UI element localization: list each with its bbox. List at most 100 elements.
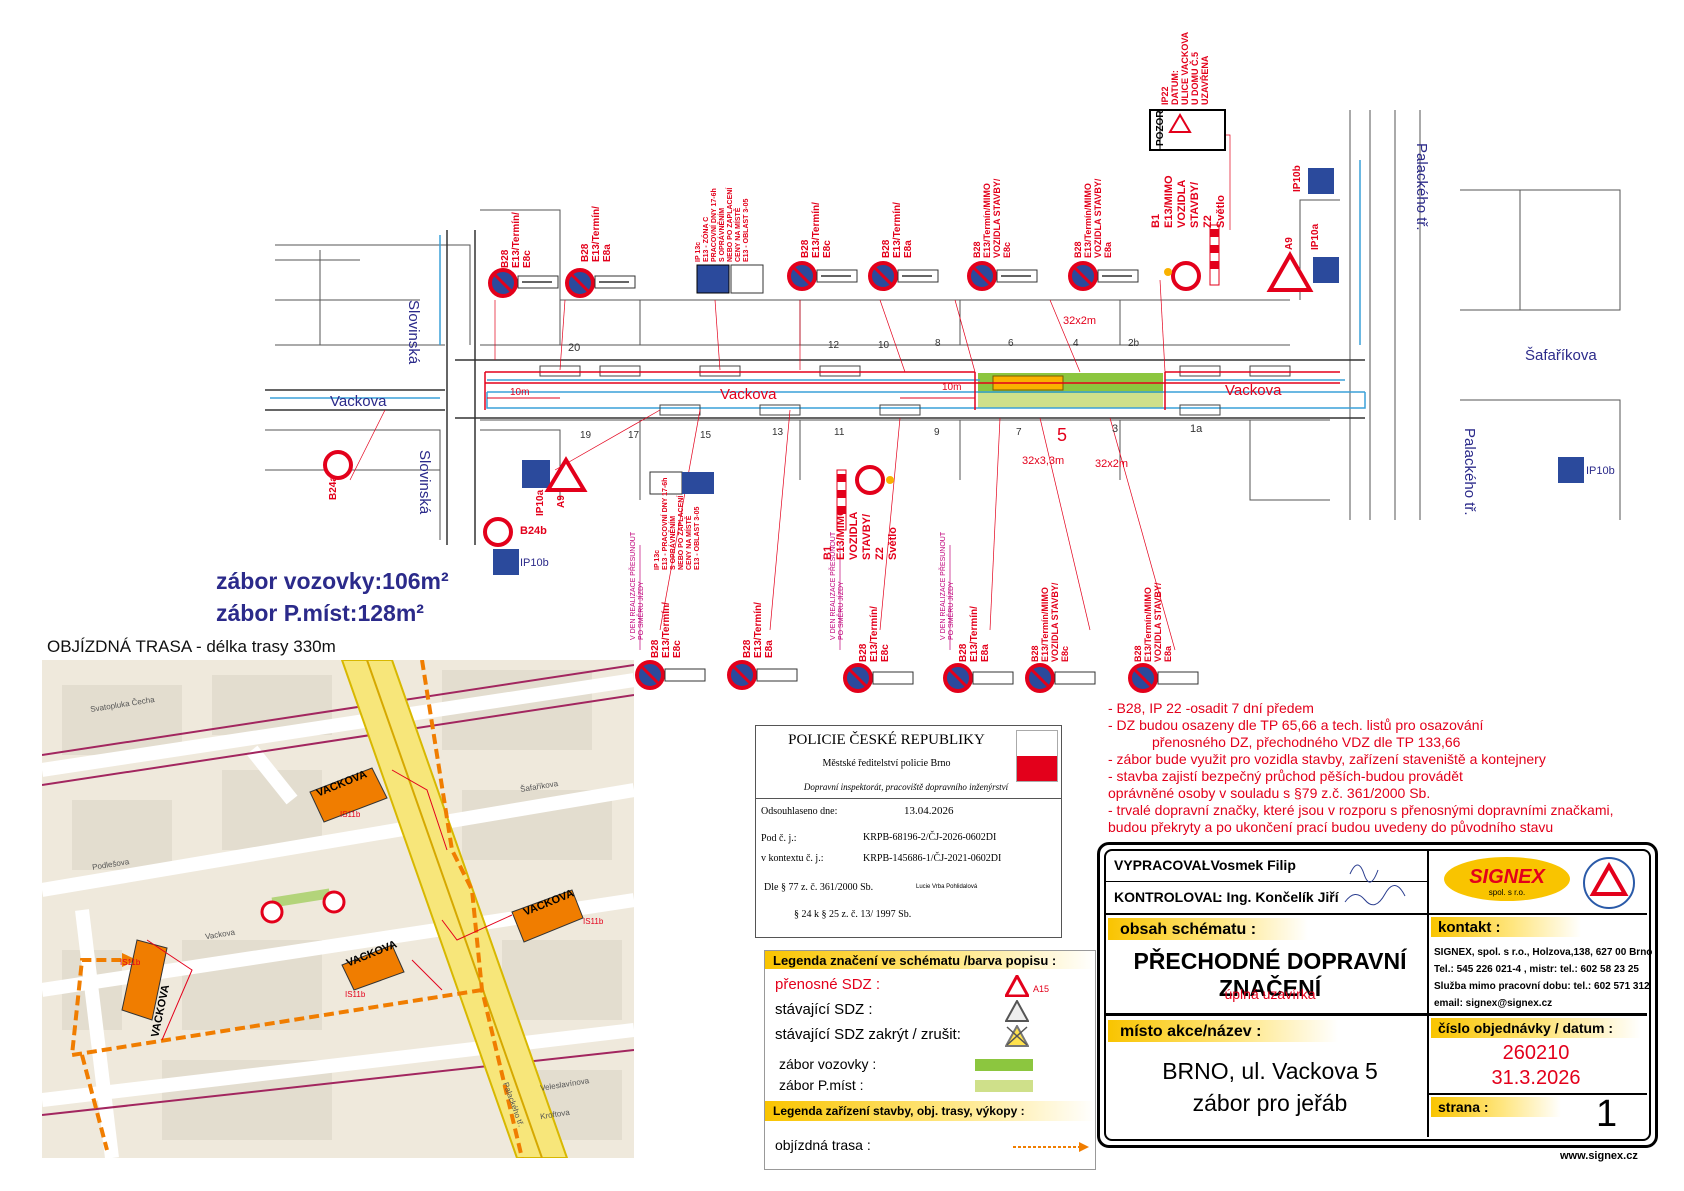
signex-logo-text: SIGNEX bbox=[1469, 866, 1545, 888]
police-sub2: Dopravní inspektorát, pracoviště dopravn… bbox=[803, 782, 1009, 792]
house-number: 6 bbox=[1008, 338, 1014, 349]
sign-label-b1: B1 E13/MIMO VOZIDLA STAVBY/ Z2 Světlo bbox=[1150, 175, 1227, 228]
sign-label-b28-bottom: B28 E13/Termín/ E8a bbox=[958, 606, 991, 662]
note-line: přenosného DZ, přechodného VDZ dle TP 13… bbox=[1152, 734, 1461, 750]
sign-label-b28: B28 E13/Termín/ E8a bbox=[580, 206, 613, 262]
legend: Legenda značení ve schématu /barva popis… bbox=[764, 950, 1096, 1170]
signex-logo bbox=[1444, 857, 1570, 901]
house-number: 12 bbox=[828, 340, 840, 351]
house-number: 4 bbox=[1073, 338, 1079, 349]
house-number: 11 bbox=[834, 427, 845, 438]
sign-label-a9: A9 bbox=[556, 495, 567, 508]
reference-label: Pod č. j.: bbox=[761, 833, 797, 844]
legend-cover: stávající SDZ zakrýt / zrušit: bbox=[775, 1026, 961, 1043]
legend-title: Legenda značení ve schématu /barva popis… bbox=[773, 953, 1057, 968]
sign-label-b28: B28 E13/Termín/ E8a bbox=[881, 202, 914, 258]
sign-label-b28: B28 E13/Termín/MIMO VOZIDLA STAVBY/ E8a bbox=[1073, 178, 1113, 258]
house-number: 19 bbox=[580, 430, 592, 441]
cover-sign-icon bbox=[1005, 1025, 1029, 1047]
notes-block: - B28, IP 22 -osadit 7 dní předem - DZ b… bbox=[1108, 700, 1614, 836]
sign-label-ip13c: IP 13c E13 - ZÓNA C PRACOVNÍ DNY 17-6h S… bbox=[695, 187, 750, 262]
contact-line: SIGNEX, spol. s r.o., Holzova,138, 627 0… bbox=[1434, 947, 1653, 958]
approved-date: 13.04.2026 bbox=[904, 805, 954, 817]
dimension-label: 10m bbox=[510, 387, 530, 398]
police-sub1: Městské ředitelství policie Brno bbox=[822, 758, 951, 769]
signatures bbox=[1344, 864, 1406, 906]
police-title: POLICIE ČESKÉ REPUBLIKY bbox=[788, 732, 985, 748]
house-number: 10 bbox=[878, 340, 890, 351]
detour-map bbox=[42, 660, 634, 1158]
house-number: 20 bbox=[568, 342, 581, 354]
detour-title: OBJÍZDNÁ TRASA - délka trasy 330m bbox=[47, 637, 336, 656]
sign-label-ip10a: IP10a bbox=[1310, 223, 1321, 250]
contact-line: Tel.: 545 226 021-4 , mistr: tel.: 602 5… bbox=[1434, 964, 1639, 975]
sign-label-b28: B28 E13/Termín/MIMO VOZIDLA STAVBY/ E8c bbox=[972, 178, 1012, 258]
road-occupation-swatch bbox=[975, 1059, 1033, 1071]
house-number: 8 bbox=[935, 338, 941, 349]
sign-label-ip22: IP22 DATUM: ULICE VACKOVA U DOMU Č.5 UZA… bbox=[1160, 31, 1210, 105]
dimension-label: 32x2m bbox=[1063, 315, 1097, 327]
note-line: - B28, IP 22 -osadit 7 dní předem bbox=[1108, 700, 1314, 716]
note-line: - DZ budou osazeny dle TP 65,66 a tech. … bbox=[1108, 717, 1484, 733]
street-safarikova: Šafaříkova bbox=[1525, 347, 1597, 364]
sign-label-b28: B28 E13/Termín/ E8c bbox=[800, 202, 833, 258]
contact-line: Služba mimo pracovní dobu: tel.: 602 571… bbox=[1434, 981, 1650, 992]
house-number-5: 5 bbox=[1057, 425, 1068, 445]
dimension-label: 32x3,3m bbox=[1022, 455, 1065, 467]
legend-existing: stávající SDZ : bbox=[775, 1001, 873, 1018]
street-slovinska-north: Slovinská bbox=[405, 300, 422, 365]
street-palackeho-south: Palackého tř. bbox=[1461, 428, 1478, 516]
sign-label-b24a: B24a bbox=[328, 476, 339, 500]
parking-occupation-zone bbox=[978, 393, 1163, 408]
detour-line-icon bbox=[1013, 1142, 1089, 1152]
house-number: 3 bbox=[1112, 423, 1119, 435]
house-number: 13 bbox=[772, 427, 784, 438]
house-number: 7 bbox=[1016, 427, 1022, 438]
parking-occupation-area: zábor P.míst:128m² bbox=[216, 600, 424, 626]
existing-sign-icon bbox=[1005, 1000, 1029, 1022]
sign-label-b28-bottom: B28 E13/Termín/ E8c bbox=[858, 606, 891, 662]
legend-portable: přenosné SDZ : bbox=[775, 976, 881, 993]
contact-line: email: signex@signex.cz bbox=[1434, 998, 1553, 1009]
street-vackova-west: Vackova bbox=[330, 393, 387, 410]
page-label: strana : bbox=[1438, 1099, 1489, 1115]
is11b-label: IS11b bbox=[345, 990, 366, 999]
order-date: 31.3.2026 bbox=[1491, 1067, 1581, 1089]
content-label: obsah schématu : bbox=[1120, 921, 1257, 938]
legend-road-occupation: zábor vozovky : bbox=[779, 1056, 877, 1072]
sign-label-ip10b: IP10b bbox=[1586, 465, 1615, 477]
police-approval-stamp: POLICIE ČESKÉ REPUBLIKY Městské ředitels… bbox=[755, 725, 1062, 938]
street-slovinska-south: Slovinská bbox=[416, 450, 433, 515]
note-line: budou překryty a po ukončení prací budou… bbox=[1108, 819, 1554, 835]
title-block bbox=[1097, 842, 1658, 1148]
note-line: oprávněné osoby v souladu s §79 z.č. 361… bbox=[1108, 785, 1431, 801]
note-line: - stavba zajistí bezpečný průchod pěších… bbox=[1108, 768, 1463, 784]
sign-label-b28-bottom: B28 E13/Termín/ E8a bbox=[742, 602, 775, 658]
a15-icon bbox=[1005, 975, 1029, 997]
dimension-label: 32x2m bbox=[1095, 458, 1129, 470]
sign-label-b28-bottom: B28 E13/Termín/ E8c bbox=[650, 602, 683, 658]
is11b-label: IS11b bbox=[340, 810, 361, 819]
sign-label-ip10b: IP10b bbox=[1292, 165, 1303, 192]
sign-label-b28-bottom: B28 E13/Termín/MIMO VOZIDLA STAVBY/ E8c bbox=[1030, 582, 1070, 662]
contact-label: kontakt : bbox=[1438, 919, 1501, 936]
location-value: BRNO, ul. Vackova 5 bbox=[1162, 1058, 1378, 1084]
parking-occupation-swatch bbox=[975, 1080, 1033, 1092]
legend-detour: objízdná trasa : bbox=[775, 1137, 871, 1153]
website[interactable]: www.signex.cz bbox=[1560, 1150, 1638, 1162]
b1-sign-top bbox=[1171, 261, 1201, 291]
signer-name: Lucie Vrba Pohlidalová bbox=[916, 884, 978, 890]
law-reference: § 24 k § 25 z. č. 13/ 1997 Sb. bbox=[794, 909, 912, 920]
note-line: - trvalé dopravní značky, které jsou v r… bbox=[1108, 802, 1614, 818]
order-number: 260210 bbox=[1502, 1042, 1570, 1064]
content-value: PŘECHODNÉ DOPRAVNÍ ZNAČENÍ bbox=[1133, 948, 1407, 1001]
note-line: - zábor bude využit pro vozidla stavby, … bbox=[1108, 751, 1546, 767]
association-logo-icon bbox=[1583, 857, 1635, 909]
house-number: 1a bbox=[1190, 423, 1203, 435]
street-palackeho-north: Palackého tř. bbox=[1413, 143, 1430, 231]
legend-parking-occupation: zábor P.míst : bbox=[779, 1077, 864, 1093]
checked-by-label: KONTROLOVAL bbox=[1114, 889, 1222, 905]
house-number: 17 bbox=[628, 430, 640, 441]
context-label: v kontextu č. j.: bbox=[761, 853, 824, 864]
a15-label: A15 bbox=[1033, 984, 1050, 994]
